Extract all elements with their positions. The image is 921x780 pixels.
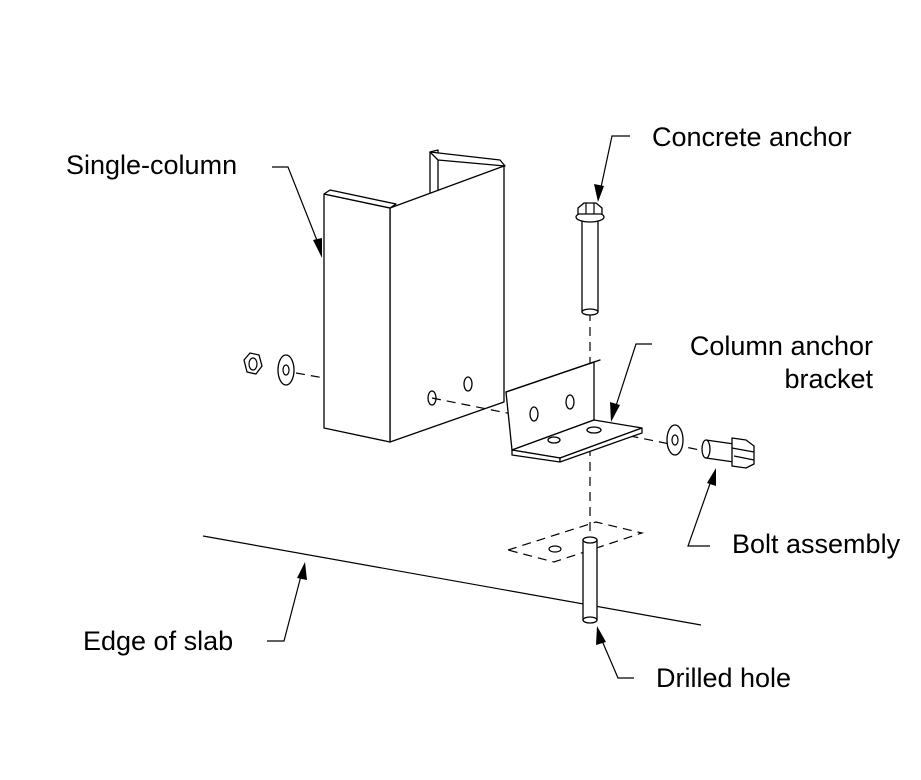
concrete-anchor-leader bbox=[599, 135, 630, 193]
bolt-assembly-arrowhead bbox=[707, 468, 716, 486]
label-column-anchor-bracket-2: bracket bbox=[784, 364, 873, 394]
label-drilled-hole: Drilled hole bbox=[656, 663, 791, 693]
bolt-axis-line-2 bbox=[431, 397, 513, 415]
label-concrete-anchor: Concrete anchor bbox=[652, 122, 852, 152]
label-edge-of-slab: Edge of slab bbox=[83, 626, 233, 656]
bolt-assembly-leader bbox=[687, 477, 713, 547]
edge-of-slab-arrowhead bbox=[297, 562, 307, 580]
edge-of-slab-leader bbox=[267, 571, 303, 642]
drilled-hole-leader bbox=[599, 635, 634, 679]
nut-and-washer bbox=[243, 352, 295, 386]
bracket-arrowhead bbox=[610, 402, 620, 422]
single-column bbox=[323, 149, 506, 443]
label-column-anchor-bracket-1: Column anchor bbox=[690, 331, 873, 361]
slab-edge-line bbox=[202, 535, 702, 626]
footprint-hole-mark bbox=[548, 545, 562, 553]
concrete-anchor bbox=[575, 202, 605, 316]
single-column-arrowhead bbox=[313, 238, 322, 258]
bracket-leader bbox=[613, 343, 652, 413]
drilled-hole-footprint bbox=[505, 521, 645, 563]
bolt-assembly bbox=[666, 424, 755, 469]
drilled-hole-arrowhead bbox=[596, 626, 606, 645]
drilled-hole bbox=[582, 536, 598, 624]
single-column-leader bbox=[272, 166, 321, 249]
label-bolt-assembly: Bolt assembly bbox=[732, 529, 901, 559]
concrete-anchor-arrowhead bbox=[594, 184, 604, 202]
bolt-axis-line bbox=[295, 372, 325, 379]
label-single-column: Single-column bbox=[66, 150, 237, 180]
column-anchor-bracket bbox=[505, 359, 643, 463]
